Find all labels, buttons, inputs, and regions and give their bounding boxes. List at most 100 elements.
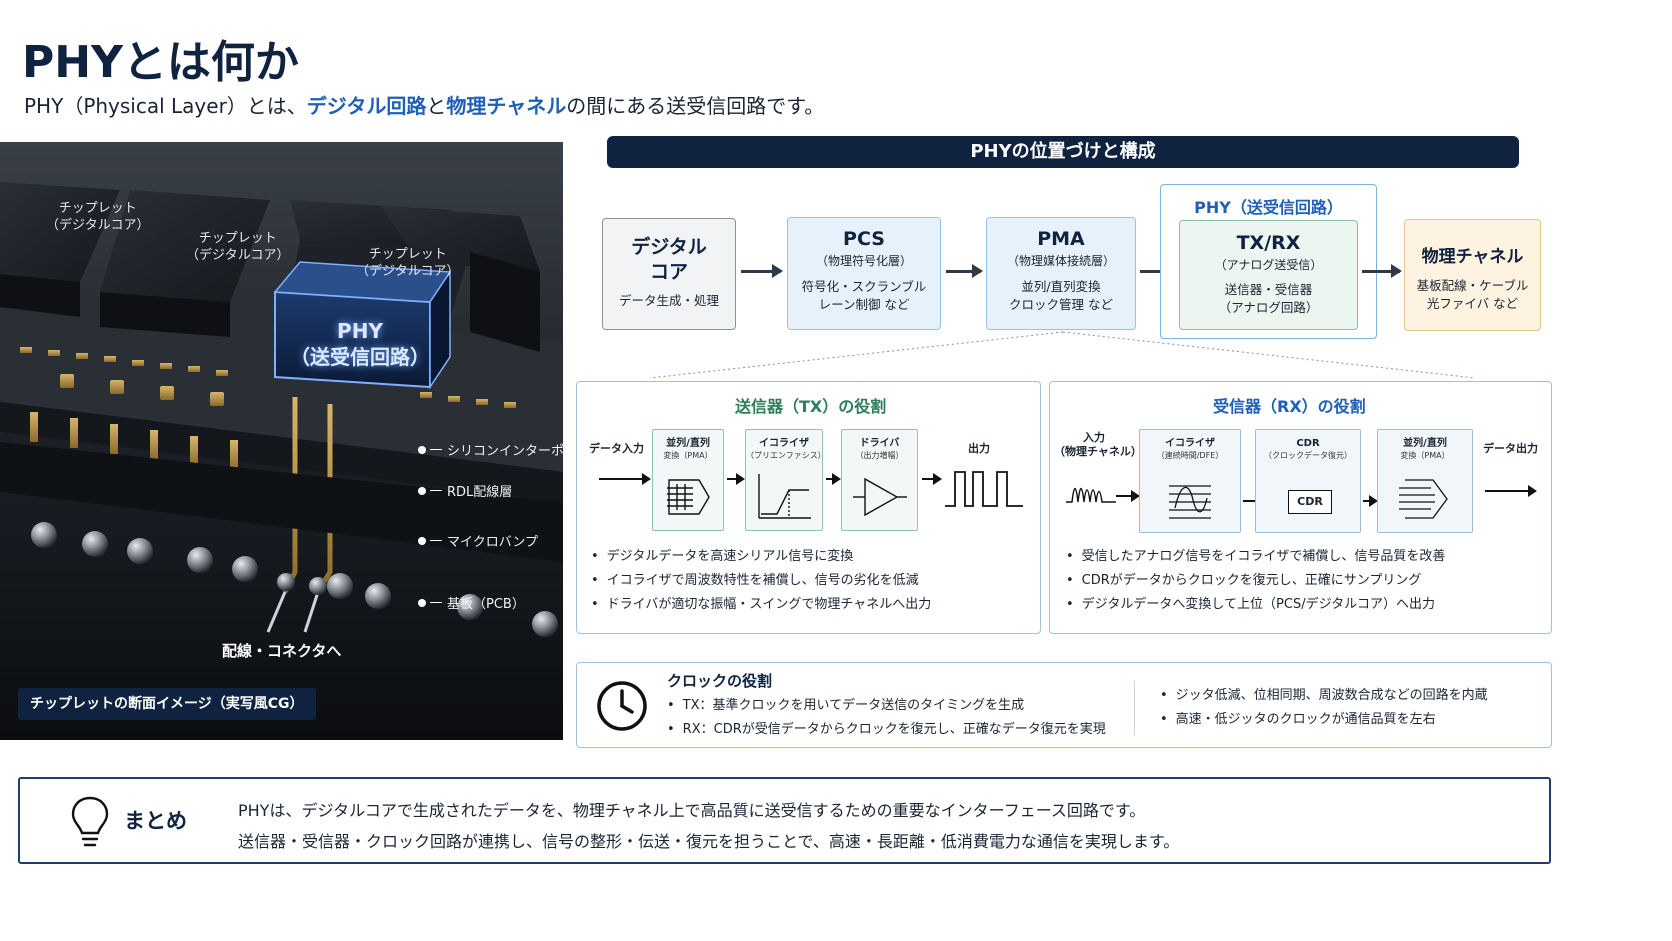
clock-right-bullets: ジッタ低減、位相同期、周波数合成などの回路を内蔵 高速・低ジッタのクロックが通信… — [1160, 684, 1488, 732]
summary-box: まとめ PHYは、デジタルコアで生成されたデータを、物理チャネル上で高品質に送受… — [18, 777, 1551, 864]
pcs-subtitle: （物理符号化層） — [815, 254, 912, 268]
section-banner: PHYの位置づけと構成 — [607, 136, 1519, 168]
tx-block-serializer: 並列/直列 変換（PMA） — [652, 429, 724, 531]
pma-title: PMA — [1037, 228, 1085, 250]
layer-label-interposer: シリコンインターポーザ — [418, 440, 563, 459]
equalizer-step-icon — [758, 474, 811, 519]
tx-arrow-3 — [922, 473, 942, 485]
summary-line-2: 送信器・受信器・クロック回路が連携し、信号の整形・伝送・復元を担うことで、高速・… — [238, 832, 1180, 851]
rx-bullet-1: 受信したアナログ信号をイコライザで補償し、信号品質を改善 — [1066, 545, 1446, 569]
rx-bullet-3: デジタルデータへ変換して上位（PCS/デジタルコア）へ出力 — [1066, 593, 1445, 617]
flow-physical-channel: 物理チャネル 基板配線・ケーブル 光ファイバ など — [1404, 219, 1541, 331]
rx-block-deserializer: 並列/直列 変換（PMA） — [1377, 429, 1473, 533]
rx-block-equalizer-title: イコライザ — [1165, 438, 1215, 449]
pma-desc-1: 並列/直列変換 — [1021, 279, 1101, 294]
chiplet-illustration — [0, 142, 563, 740]
subtitle-prefix: PHY（Physical Layer）とは、 — [24, 94, 307, 118]
rx-arrow-in — [1116, 490, 1140, 502]
lead-wires — [266, 591, 320, 633]
clock-bullet-quality: 高速・低ジッタのクロックが通信品質を左右 — [1160, 708, 1488, 732]
tx-block-equalizer-title: イコライザ — [759, 438, 809, 449]
digital-core-desc: データ生成・処理 — [618, 293, 719, 308]
tx-block-serializer-title: 並列/直列 — [666, 438, 710, 449]
rx-title: 受信器（RX）の役割 — [1213, 397, 1366, 416]
tx-output-label: 出力 — [968, 442, 990, 455]
tx-title: 送信器（TX）の役割 — [735, 397, 887, 416]
tx-panel: 送信器（TX）の役割 データ入力 並列/直列 変換（PMA） イコライザ （プリ… — [576, 381, 1041, 634]
clock-bullet-jitter: ジッタ低減、位相同期、周波数合成などの回路を内蔵 — [1160, 684, 1488, 708]
summary-label: まとめ — [124, 809, 187, 833]
subtitle-suffix: の間にある送受信回路です。 — [566, 94, 825, 118]
flow-digital-core: デジタル コア データ生成・処理 — [602, 218, 736, 330]
subtitle-highlight-channel: 物理チャネル — [446, 94, 567, 118]
rx-block-equalizer: イコライザ （連続時間/DFE） — [1139, 429, 1241, 533]
clock-bullet-tx: TX：基準クロックを用いてデータ送信のタイミングを生成 — [667, 694, 1106, 718]
clock-bullet-rx: RX：CDRが受信データからクロックを復元し、正確なデータ復元を実現 — [667, 718, 1106, 742]
deserializer-icon — [1399, 479, 1448, 519]
flow-arrow-4 — [1362, 264, 1402, 278]
rx-block-deserializer-sub: 変換（PMA） — [1400, 451, 1450, 460]
flow-arrow-2 — [946, 264, 983, 278]
tx-bullet-2: イコライザで周波数特性を補償し、信号の劣化を低減 — [591, 569, 931, 593]
expansion-lines — [649, 331, 1476, 379]
channel-title: 物理チャネル — [1421, 247, 1524, 267]
txrx-title: TX/RX — [1236, 232, 1301, 254]
phy-chip-label: PHY（送受信回路） — [290, 319, 430, 369]
tx-input-label: データ入力 — [589, 442, 644, 455]
rx-bullets: 受信したアナログ信号をイコライザで補償し、信号品質を改善 CDRがデータからクロ… — [1066, 545, 1446, 617]
tx-block-serializer-sub: 変換（PMA） — [663, 451, 713, 460]
tx-arrow-1 — [727, 473, 745, 485]
rx-input-label: 入力（物理チャネル） — [1054, 431, 1142, 458]
tx-bullets: デジタルデータを高速シリアル信号に変換 イコライザで周波数特性を補償し、信号の劣… — [591, 545, 932, 617]
page-title: PHYとは何か — [22, 37, 299, 88]
tx-block-equalizer: イコライザ （プリエンファシス） — [745, 429, 826, 531]
pma-desc-2: クロック管理 など — [1009, 297, 1113, 312]
rx-arrow-out — [1485, 485, 1537, 497]
rx-block-cdr-sub: （クロックデータ復元） — [1264, 451, 1352, 460]
pcs-title: PCS — [843, 228, 885, 250]
rx-block-deserializer-title: 並列/直列 — [1403, 438, 1447, 449]
clock-panel: クロックの役割 TX：基準クロックを用いてデータ送信のタイミングを生成 RX：C… — [576, 662, 1552, 748]
txrx-desc-2: （アナログ回路） — [1218, 300, 1319, 315]
rx-block-cdr: CDR （クロックデータ復元） CDR — [1255, 429, 1361, 533]
flow-pma: PMA （物理媒体接続層） 並列/直列変換 クロック管理 など — [986, 217, 1136, 330]
chiplet-label-3: チップレット（デジタルコア） — [356, 247, 460, 279]
chiplet-label-1: チップレット（デジタルコア） — [46, 201, 150, 233]
amplifier-icon — [852, 477, 907, 517]
tx-block-driver-title: ドライバ — [859, 438, 900, 449]
tx-block-driver-sub: （出力増幅） — [855, 451, 904, 460]
pma-subtitle: （物理媒体接続層） — [1006, 254, 1115, 268]
rx-block-equalizer-sub: （連続時間/DFE） — [1156, 451, 1224, 460]
solder-balls — [31, 522, 558, 637]
subtitle-highlight-digital: デジタル回路 — [306, 94, 427, 118]
serializer-icon — [667, 479, 710, 515]
tx-arrow-2 — [826, 473, 841, 485]
flow-arrow-1 — [741, 264, 783, 278]
rx-panel: 受信器（RX）の役割 入力（物理チャネル） イコライザ （連続時間/DFE） C… — [1049, 381, 1552, 634]
phy-group-label: PHY（送受信回路） — [1194, 198, 1343, 217]
channel-desc-2: 光ファイバ など — [1426, 296, 1519, 311]
summary-line-1: PHYは、デジタルコアで生成されたデータを、物理チャネル上で高品質に送受信するた… — [238, 801, 1146, 820]
flow-txrx: TX/RX （アナログ送受信） 送信器・受信器 （アナログ回路） — [1179, 220, 1358, 330]
tx-bullet-3: ドライバが適切な振幅・スイングで物理チャネルへ出力 — [591, 593, 932, 617]
chiplet-cross-section-image: チップレット（デジタルコア） チップレット（デジタルコア） チップレット（デジタ… — [0, 142, 563, 740]
layer-label-rdl: RDL配線層 — [418, 481, 512, 500]
layer-label-pcb: 基板（PCB） — [418, 593, 525, 612]
rx-bullet-2: CDRがデータからクロックを復元し、正確にサンプリング — [1066, 569, 1445, 593]
rx-input-waveform — [1066, 487, 1116, 503]
rx-block-cdr-title: CDR — [1296, 438, 1320, 449]
gold-pads — [20, 347, 516, 470]
layer-label-microbump: マイクロバンプ — [418, 531, 538, 550]
rx-arrow-2 — [1363, 495, 1378, 507]
digital-core-title-1: デジタル — [631, 236, 707, 258]
interposer-edge — [0, 402, 563, 502]
pcs-desc-2: レーン制御 など — [818, 297, 910, 312]
rx-equalizer-icon — [1169, 485, 1211, 519]
rx-output-label: データ出力 — [1483, 442, 1538, 455]
subtitle-mid: と — [426, 94, 447, 118]
txrx-subtitle: （アナログ送受信） — [1214, 258, 1323, 272]
tx-bullet-1: デジタルデータを高速シリアル信号に変換 — [591, 545, 931, 569]
pcb-board — [0, 442, 563, 562]
tx-output-waveform — [945, 471, 1023, 507]
pcs-desc-1: 符号化・スクランブル — [801, 279, 927, 294]
